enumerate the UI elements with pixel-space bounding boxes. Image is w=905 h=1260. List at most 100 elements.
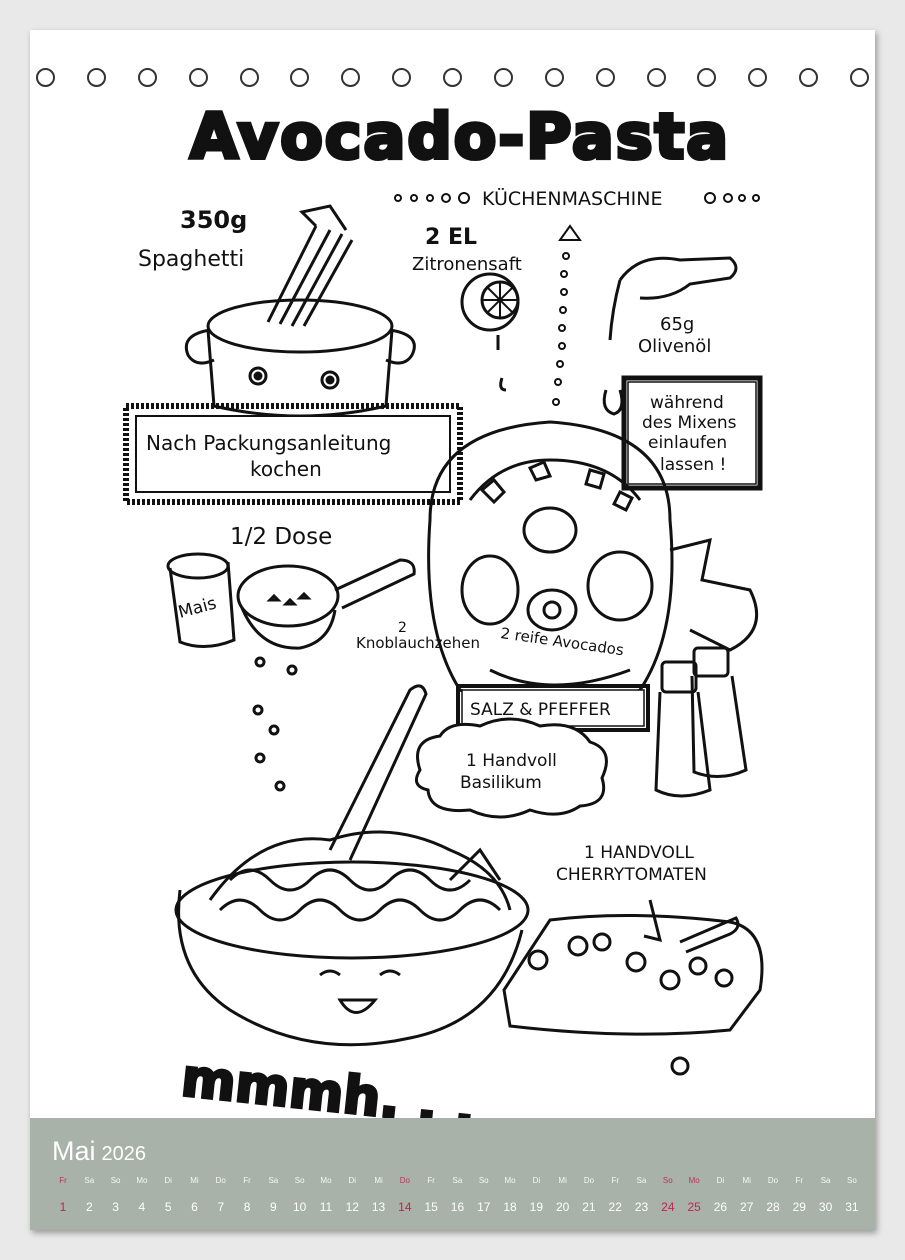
- spaghetti-amount: 350g: [180, 206, 247, 234]
- calendar-weekday: Mi: [190, 1176, 199, 1185]
- mmmh-text: mmmh. . .: [179, 1048, 479, 1118]
- pasta-bowl-illustration: [174, 684, 530, 1047]
- calendar-date: 15: [424, 1200, 438, 1214]
- binding-hole: [646, 68, 666, 87]
- cook-instruction-line1: Nach Packungsanleitung: [146, 431, 391, 455]
- calendar-weekday: Sa: [452, 1176, 463, 1185]
- calendar-weekday: Mo: [688, 1176, 700, 1185]
- calendar-date: 16: [450, 1200, 465, 1214]
- calendar-date: 18: [503, 1200, 517, 1214]
- calendar-date: 31: [845, 1200, 859, 1214]
- calendar-weekday: So: [110, 1176, 121, 1185]
- tomato-line2: CHERRYTOMATEN: [556, 865, 707, 885]
- basil-line2: Basilikum: [460, 773, 542, 793]
- recipe-title: Avocado-Pasta: [190, 100, 730, 173]
- calendar-weekday: So: [294, 1176, 305, 1185]
- calendar-weekday: So: [847, 1176, 857, 1185]
- corn-amount: 1/2 Dose: [230, 524, 332, 550]
- binding-hole: [850, 68, 869, 87]
- calendar-weekday: So: [478, 1176, 489, 1185]
- calendar-date: 23: [634, 1200, 649, 1214]
- basil-line1: 1 Handvoll: [466, 751, 557, 771]
- binding-holes: [30, 68, 875, 88]
- calendar-weekday: Mo: [136, 1176, 148, 1185]
- calendar-date: 8: [243, 1200, 251, 1214]
- binding-hole: [493, 68, 513, 87]
- month-year: 2026: [101, 1143, 147, 1165]
- calendar-date: 29: [792, 1200, 806, 1214]
- calendar-date: 24: [661, 1200, 675, 1214]
- binding-hole: [748, 68, 768, 87]
- calendar-date: 27: [740, 1200, 754, 1214]
- calendar-weekday: Do: [583, 1176, 595, 1185]
- binding-hole: [697, 68, 717, 87]
- calendar-weekday: Di: [348, 1176, 357, 1185]
- binding-hole: [341, 68, 361, 87]
- calendar-weekday: So: [662, 1176, 673, 1185]
- calendar-date: 26: [713, 1200, 728, 1214]
- calendar-day: Di 5: [155, 1176, 181, 1214]
- calendar-day: So 24: [655, 1176, 681, 1214]
- calendar-day: Di 12: [339, 1176, 365, 1214]
- corn-can-label: Mais: [176, 593, 219, 622]
- calendar-weekday: Do: [215, 1176, 226, 1185]
- binding-hole: [137, 68, 157, 87]
- calendar-day: Fr 29: [786, 1176, 812, 1214]
- spaghetti-label: Spaghetti: [138, 247, 244, 272]
- calendar-weekday: Do: [767, 1176, 779, 1185]
- garlic-amount: 2: [398, 620, 407, 636]
- month-name: Mai: [52, 1136, 96, 1166]
- binding-hole: [239, 68, 259, 87]
- binding-hole: [188, 68, 208, 87]
- calendar-day: So 31: [839, 1176, 865, 1214]
- blender-illustration: [427, 420, 759, 712]
- calendar-date: 9: [270, 1200, 277, 1214]
- calendar-weekday: Fr: [795, 1176, 804, 1185]
- calendar-date: 22: [608, 1200, 622, 1214]
- cook-instruction-line2: kochen: [250, 457, 322, 481]
- binding-hole: [86, 68, 106, 87]
- calendar-day: Do 7: [208, 1176, 234, 1214]
- cook-instruction-box: [123, 403, 463, 505]
- pot-illustration: [184, 204, 416, 418]
- calendar-weekday: Sa: [820, 1176, 831, 1185]
- calendar-date: 17: [477, 1200, 491, 1214]
- calendar-weekday: Do: [399, 1176, 410, 1185]
- calendar-date: 1: [59, 1200, 67, 1214]
- dotted-divider-left: [394, 192, 470, 204]
- mixing-note-box: [621, 375, 763, 491]
- olive-oil-label: Olivenöl: [638, 336, 711, 357]
- lemon-label: Zitronensaft: [412, 254, 522, 275]
- mixing-note-line2: des Mixens: [642, 413, 737, 433]
- binding-hole: [595, 68, 615, 87]
- garlic-label: Knoblauchzehen: [356, 634, 480, 652]
- calendar-date: 25: [687, 1200, 701, 1214]
- calendar-weekday: Fr: [59, 1176, 67, 1185]
- calendar-date: 20: [555, 1200, 570, 1214]
- calendar-weekday: Di: [716, 1176, 725, 1185]
- calendar-date: 3: [112, 1200, 119, 1214]
- calendar-date: 12: [345, 1200, 359, 1214]
- calendar-weekday: Di: [164, 1176, 172, 1185]
- calendar-date: 7: [217, 1200, 225, 1214]
- calendar-date: 5: [164, 1200, 172, 1214]
- binding-hole: [36, 68, 55, 87]
- calendar-weekday: Sa: [84, 1176, 95, 1185]
- calendar-day: So 3: [103, 1176, 129, 1214]
- kuechenmaschine-label: KÜCHENMASCHINE: [482, 187, 662, 210]
- mixing-note-line3: einlaufen: [648, 433, 727, 453]
